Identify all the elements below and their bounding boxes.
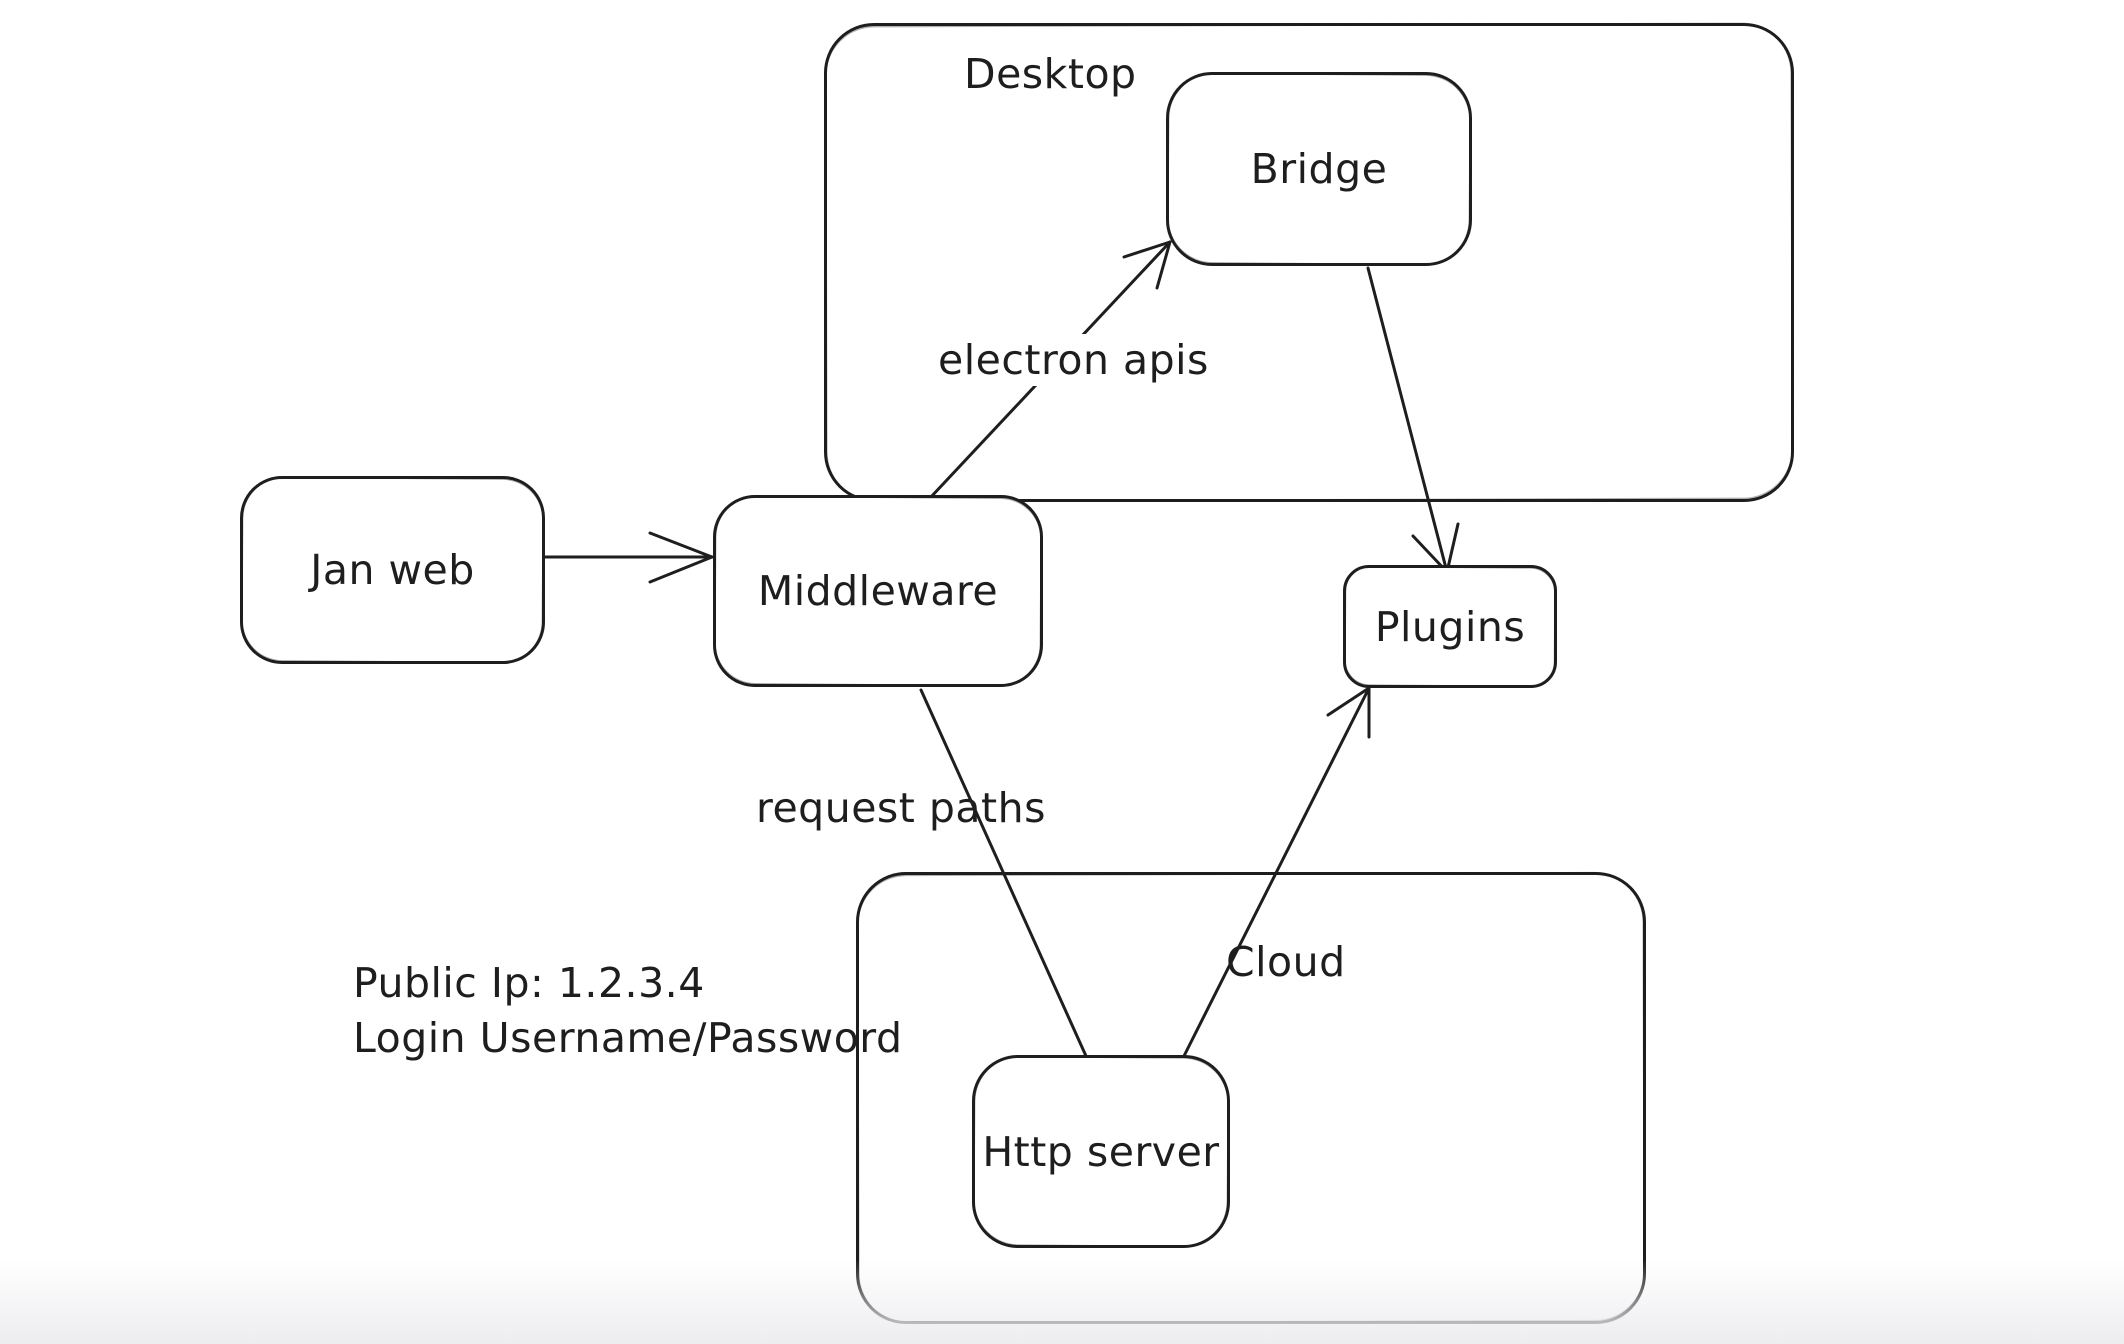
node-plugins: Plugins [1343, 565, 1557, 688]
desktop-container [824, 23, 1794, 502]
node-jan-web-label: Jan web [310, 546, 475, 594]
node-middleware-label: Middleware [757, 567, 999, 615]
edge-label-request-paths: request paths [756, 784, 1046, 832]
node-http-server-label: Http server [982, 1127, 1220, 1176]
edge-middleware-httpserver [919, 688, 1088, 1058]
node-middleware: Middleware [713, 495, 1043, 687]
login-credentials-line: Login Username/Password [353, 1014, 903, 1062]
edge-bridge-plugins [1366, 266, 1449, 574]
public-ip-line: Public Ip: 1.2.3.4 [353, 959, 705, 1007]
cloud-container-title: Cloud [1226, 938, 1346, 986]
node-bridge-label: Bridge [1250, 145, 1388, 193]
arrowhead-httpserver-plugins [1326, 686, 1371, 739]
node-http-server: Http server [972, 1055, 1230, 1248]
node-jan-web: Jan web [240, 476, 545, 664]
desktop-container-title: Desktop [964, 50, 1137, 98]
node-plugins-label: Plugins [1374, 602, 1526, 651]
edge-httpserver-plugins [1182, 686, 1371, 1058]
arrowhead-middleware-bridge [1122, 240, 1172, 290]
arrowhead-janweb-middleware [648, 531, 714, 584]
public-ip-annotation: Public Ip: 1.2.3.4 Login Username/Passwo… [353, 956, 902, 1066]
node-bridge: Bridge [1166, 72, 1472, 266]
edge-label-electron-apis: electron apis [928, 334, 1219, 386]
